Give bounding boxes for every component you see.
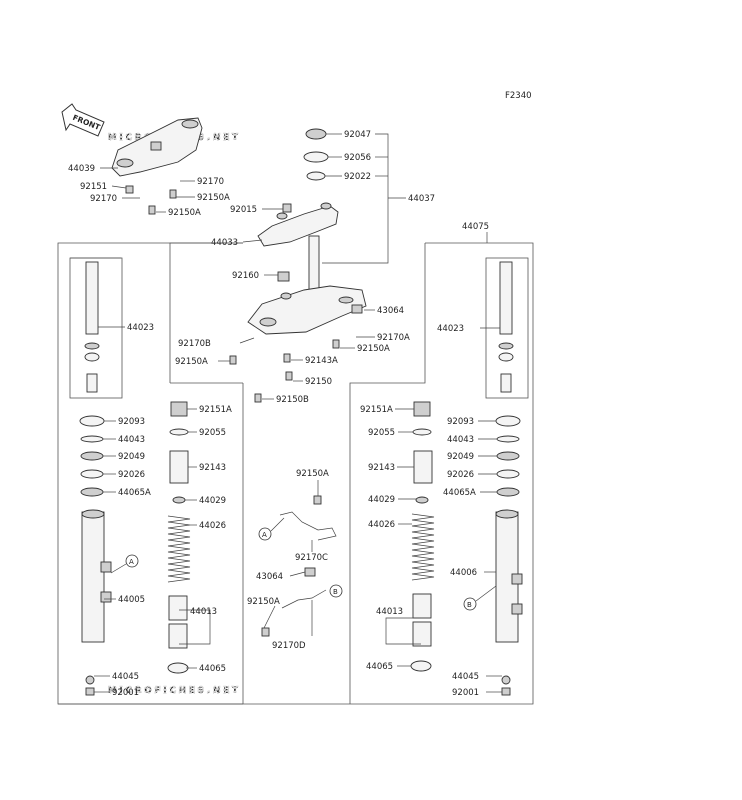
part-label: 44045 xyxy=(112,672,139,682)
part-label: 92150A xyxy=(168,208,201,218)
part-label: 92150A xyxy=(247,597,280,607)
right-fork-box xyxy=(58,242,534,705)
left-seal-stack xyxy=(79,415,105,497)
part-label: 44037 xyxy=(408,194,435,204)
upper-bracket xyxy=(111,117,203,177)
part-label: 44043 xyxy=(118,435,145,445)
lower-bracket xyxy=(247,285,367,335)
part-label: 92001 xyxy=(452,688,479,698)
left-cartridge xyxy=(84,261,100,393)
part-label: 92170A xyxy=(377,333,410,343)
part-label: 44026 xyxy=(199,521,226,531)
part-label: 92150A xyxy=(175,357,208,367)
part-label: 92055 xyxy=(199,428,226,438)
part-label: 44013 xyxy=(190,607,217,617)
watermark-bottom: MICROFICHES.NET xyxy=(108,686,241,696)
part-label: 44065 xyxy=(366,662,393,672)
part-label: 92150 xyxy=(305,377,332,387)
part-label: 92150A xyxy=(296,469,329,479)
part-label: 92049 xyxy=(447,452,474,462)
clamp-92170D xyxy=(281,589,327,609)
part-label: 92170C xyxy=(295,553,328,563)
part-label: 92056 xyxy=(344,153,371,163)
part-labels: 92047 92056 92022 44037 44039 92170 9215… xyxy=(68,130,489,698)
part-label: 44023 xyxy=(127,323,154,333)
part-label: 92143 xyxy=(199,463,226,473)
part-label: 92151A xyxy=(360,405,393,415)
part-label: 44029 xyxy=(199,496,226,506)
part-label: 92150A xyxy=(357,344,390,354)
part-label: 92151 xyxy=(80,182,107,192)
marker-label: A xyxy=(129,558,134,566)
part-label: 44065A xyxy=(118,488,151,498)
marker-label: A xyxy=(262,531,267,539)
part-label: 92093 xyxy=(447,417,474,427)
part-label: 92150B xyxy=(276,395,309,405)
part-label: 92001 xyxy=(112,688,139,698)
center-box xyxy=(169,242,243,383)
washer-92056 xyxy=(303,151,329,163)
part-label: 44013 xyxy=(376,607,403,617)
center-inner-box-right xyxy=(349,243,426,704)
leader-lines xyxy=(94,133,502,693)
part-label: 43064 xyxy=(256,572,283,582)
part-label: 44065A xyxy=(443,488,476,498)
part-label: 92143 xyxy=(368,463,395,473)
part-label: 44039 xyxy=(68,164,95,174)
washer-92047 xyxy=(305,128,327,140)
nut-92160 xyxy=(277,271,290,282)
ref-marker-a-left: A xyxy=(110,554,139,574)
left-outer-tube xyxy=(81,509,112,643)
part-label: 92047 xyxy=(344,130,371,140)
part-label: 92170B xyxy=(178,339,211,349)
part-label: 92026 xyxy=(447,470,474,480)
part-label: 92093 xyxy=(118,417,145,427)
cap-43064-center xyxy=(304,567,316,577)
right-cartridge xyxy=(498,261,514,393)
part-label: 92170 xyxy=(90,194,117,204)
handlebar-holder xyxy=(257,202,339,247)
part-label: 44065 xyxy=(199,664,226,674)
part-label: 92143A xyxy=(305,356,338,366)
part-label: 92015 xyxy=(230,205,257,215)
part-label: 44029 xyxy=(368,495,395,505)
part-label: 92026 xyxy=(118,470,145,480)
part-label: 44043 xyxy=(447,435,474,445)
part-label: 92170 xyxy=(197,177,224,187)
marker-label: B xyxy=(467,601,472,609)
figure-code: F2340 xyxy=(505,91,532,101)
washer-92022 xyxy=(306,171,326,181)
right-outer-tube xyxy=(495,509,523,643)
right-seal-stack xyxy=(495,415,521,497)
clamp-92170C xyxy=(279,511,337,541)
part-label: 44005 xyxy=(118,595,145,605)
part-label: 44006 xyxy=(450,568,477,578)
front-arrow-icon: FRONT xyxy=(61,103,105,137)
part-label: 44023 xyxy=(437,324,464,334)
part-label: 43064 xyxy=(377,306,404,316)
part-label: 44045 xyxy=(452,672,479,682)
part-label: 92170D xyxy=(272,641,306,651)
part-label: 92049 xyxy=(118,452,145,462)
part-label: 92151A xyxy=(199,405,232,415)
part-label: 92150A xyxy=(197,193,230,203)
part-label: 44026 xyxy=(368,520,395,530)
left-inner-parts xyxy=(167,401,191,674)
left-cartridge-box xyxy=(69,257,123,399)
part-label: 92160 xyxy=(232,271,259,281)
part-label: 44033 xyxy=(211,238,238,248)
cap-43064-top xyxy=(351,304,363,314)
part-label: 92055 xyxy=(368,428,395,438)
ref-marker-b-right: B xyxy=(463,585,497,611)
fasteners xyxy=(85,185,511,696)
marker-label: B xyxy=(333,588,338,596)
part-label: 44075 xyxy=(462,222,489,232)
part-label: 92022 xyxy=(344,172,371,182)
right-inner-parts xyxy=(410,401,435,672)
ref-marker-b-center: B xyxy=(329,584,343,598)
ref-marker-a-center: A xyxy=(258,517,285,541)
